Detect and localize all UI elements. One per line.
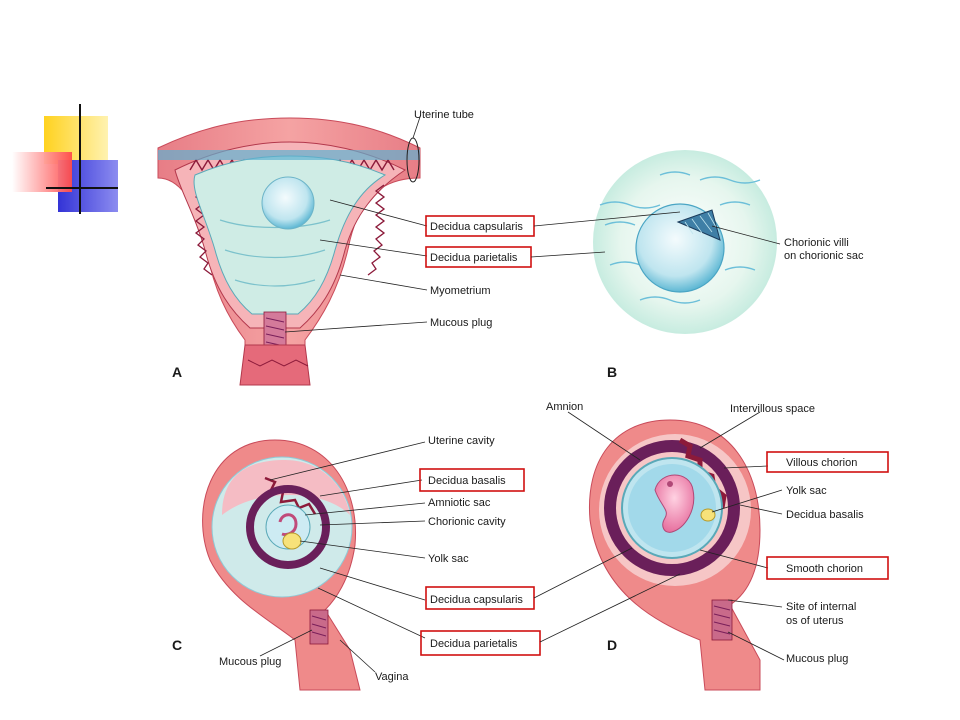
label-vagina: Vagina: [375, 671, 409, 683]
mucous-plug-c: [311, 615, 327, 637]
implanted-chorionic-sac-a: [261, 176, 315, 230]
label-uterine-tube: Uterine tube: [414, 109, 474, 121]
cervix-d: [711, 599, 733, 641]
decidua-basalis-c: [264, 476, 317, 515]
label-decidua-capsularis-cd: Decidua capsularis: [430, 594, 523, 606]
embryo-d: [654, 474, 695, 533]
label-uterine-cavity: Uterine cavity: [428, 435, 495, 447]
vaginal-folds-a: [247, 359, 309, 367]
cervix-c: [309, 609, 329, 645]
label-decidua-parietalis-cd: Decidua parietalis: [430, 638, 518, 650]
panel-d-leader-lines: [533, 411, 785, 661]
label-chorionic-villi-1: Chorionic villi: [784, 237, 849, 249]
highlight-smooth-chorion: [766, 556, 889, 580]
label-chorionic-villi-2: on chorionic sac: [784, 250, 864, 262]
chorionic-villi-patch-b: [676, 209, 721, 241]
deco-red-square: [12, 152, 72, 192]
chorion-ring-d: [604, 440, 740, 576]
label-mucous-plug-d: Mucous plug: [786, 653, 848, 665]
label-internal-os-2: os of uterus: [786, 615, 844, 627]
panel-label-d: D: [607, 637, 617, 653]
label-internal-os-1: Site of internal: [786, 601, 856, 613]
embryo-eye-d: [667, 481, 673, 487]
mucous-plug-d: [713, 605, 731, 635]
label-mucous-plug-a: Mucous plug: [430, 317, 492, 329]
label-smooth-chorion: Smooth chorion: [786, 563, 863, 575]
chorion-ring-c: [246, 485, 330, 569]
mucous-plug-a: [265, 317, 285, 347]
label-yolk-sac-d: Yolk sac: [786, 485, 827, 497]
yolk-sac-d: [700, 508, 716, 522]
label-decidua-capsularis-a: Decidua capsularis: [430, 221, 523, 233]
panel-c-illustration: [202, 439, 361, 691]
panel-a-illustration: [157, 117, 421, 386]
label-amniotic-sac: Amniotic sac: [428, 497, 491, 509]
leader-villi-b: [711, 225, 781, 245]
villi-hatch-b: [684, 212, 717, 235]
highlight-villous-chorion: [766, 451, 889, 473]
cavity-shading-a: [219, 219, 331, 287]
highlight-decidua-parietalis-cd: [420, 630, 541, 656]
label-myometrium: Myometrium: [430, 285, 491, 297]
uterine-tube-a: [158, 150, 420, 160]
panel-label-c: C: [172, 637, 182, 653]
label-mucous-plug-c: Mucous plug: [219, 656, 281, 668]
label-chorionic-cavity: Chorionic cavity: [428, 516, 506, 528]
label-yolk-sac-c: Yolk sac: [428, 553, 469, 565]
leader-parietalis-to-b: [530, 251, 606, 258]
label-villous-chorion: Villous chorion: [786, 457, 857, 469]
panel-label-a: A: [172, 364, 182, 380]
yolk-sac-c: [282, 532, 302, 550]
panel-c-leader-lines: [259, 441, 426, 673]
label-decidua-basalis-c: Decidua basalis: [428, 475, 506, 487]
panel-b-illustration: [593, 150, 777, 334]
highlight-decidua-basalis-c: [419, 468, 525, 492]
panel-d-illustration: [588, 419, 761, 691]
panel-a-leader-lines: [284, 116, 428, 333]
leader-capsularis-to-b: [533, 211, 681, 227]
label-decidua-basalis-d: Decidua basalis: [786, 509, 864, 521]
label-decidua-parietalis-a: Decidua parietalis: [430, 252, 518, 264]
vagina-a: [239, 344, 311, 386]
label-amnion: Amnion: [546, 401, 583, 413]
label-intervillous-space: Intervillous space: [730, 403, 815, 415]
panel-label-b: B: [607, 364, 617, 380]
slide-corner-decoration: [12, 104, 120, 214]
uterine-glands-right-a: [367, 184, 386, 276]
